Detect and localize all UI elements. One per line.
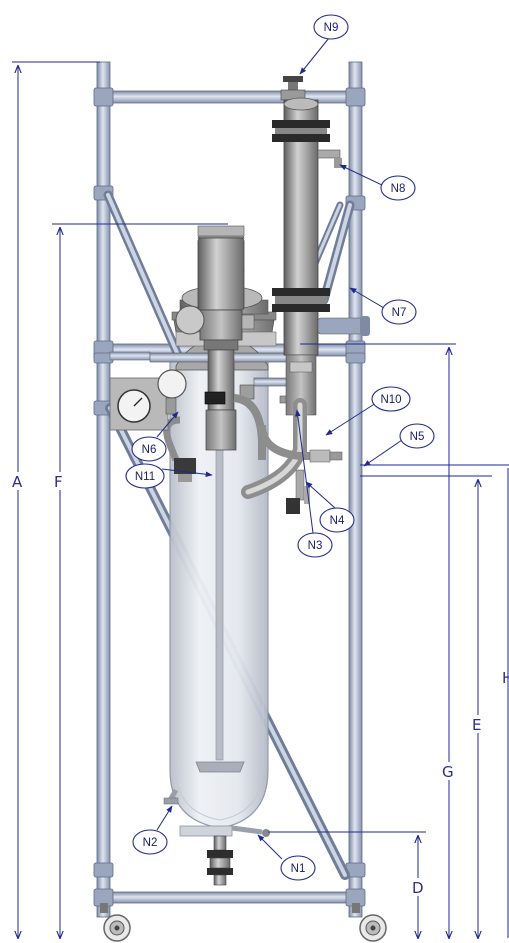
nozzle-n6-label: N6 xyxy=(142,444,157,456)
nozzle-n8-label: N8 xyxy=(391,183,406,195)
nozzle-n10-label: N10 xyxy=(380,394,401,406)
gauge-panel xyxy=(109,369,187,431)
dimension-labels: A F E G D H xyxy=(11,472,509,897)
dim-g-label: G xyxy=(442,763,454,781)
dim-d-label: D xyxy=(412,879,424,897)
dim-f-label: F xyxy=(54,473,63,491)
dim-e-label: E xyxy=(472,716,481,734)
caster-right xyxy=(352,903,387,942)
nozzle-n9-label: N9 xyxy=(324,22,339,34)
dim-h-label: H xyxy=(502,669,509,687)
dimension-lines xyxy=(12,61,509,938)
nozzle-n7-label: N7 xyxy=(392,307,407,319)
condenser xyxy=(241,76,370,514)
caster-left xyxy=(100,903,131,942)
agitator-motor xyxy=(149,225,305,482)
nozzle-callouts: N1 N2 N3 N4 N5 N6 N7 N8 N9 N10 N11 xyxy=(125,14,435,881)
nozzle-n11-label: N11 xyxy=(135,471,155,483)
nozzle-n4-label: N4 xyxy=(330,515,345,527)
dim-a-label: A xyxy=(12,473,23,491)
nozzle-n2-label: N2 xyxy=(143,837,158,849)
nozzle-n1-label: N1 xyxy=(291,863,306,875)
nozzle-n3-label: N3 xyxy=(308,540,323,552)
nozzle-n5-label: N5 xyxy=(410,431,425,443)
